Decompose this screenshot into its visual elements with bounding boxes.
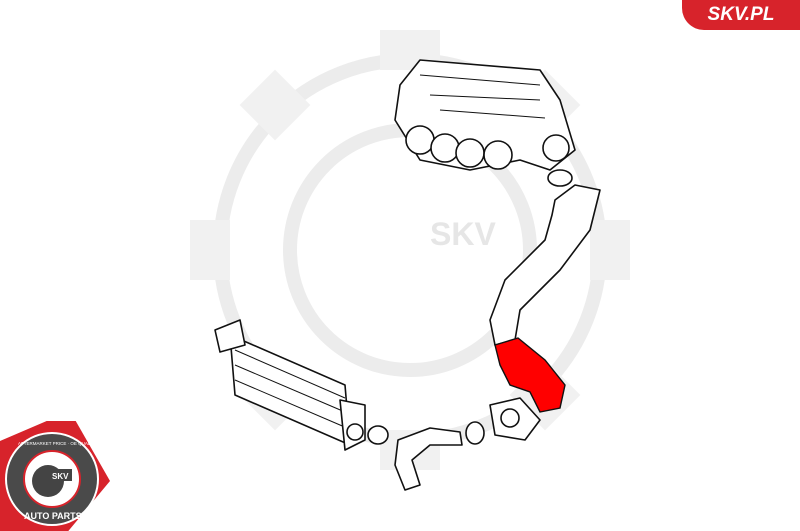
flange-adapter (489, 397, 541, 441)
brand-badge: SKV.PL (682, 0, 800, 30)
upper-clamp (547, 169, 573, 187)
flange-clamp (465, 421, 485, 445)
watermark-text: SKV (430, 216, 496, 252)
skv-auto-parts-logo: SKV AFTERMARKET PRICE · OE QUALITY AUTO … (0, 421, 110, 531)
logo-top-text: AFTERMARKET PRICE · OE QUALITY (18, 441, 97, 446)
intake-manifold (394, 59, 576, 171)
intercooler (214, 319, 366, 451)
highlighted-hose (494, 337, 566, 413)
logo-bottom-text: AUTO PARTS (24, 511, 82, 521)
lower-hose (394, 427, 463, 491)
logo-center-text: SKV (52, 472, 69, 481)
lower-clamp (367, 425, 389, 445)
